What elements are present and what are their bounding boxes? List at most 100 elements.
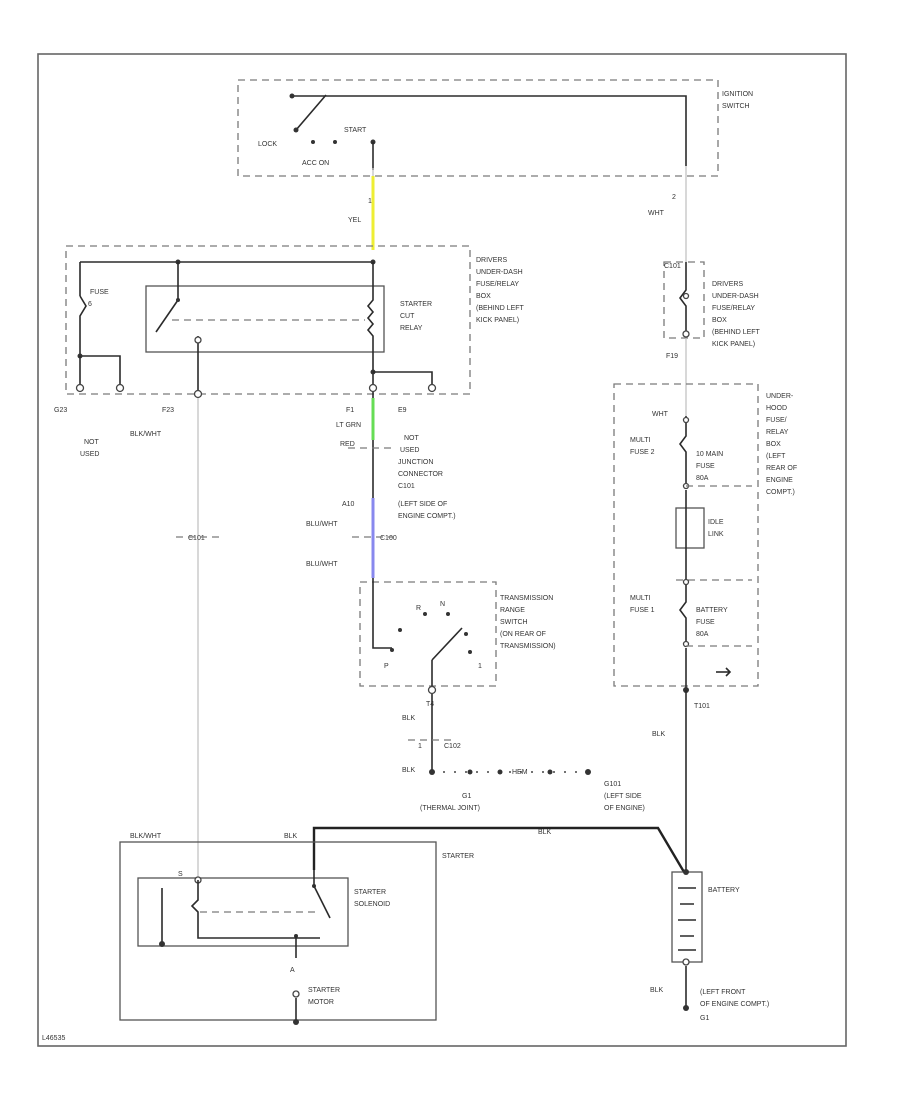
starter-cut-relay: STARTER CUT RELAY — [145, 262, 432, 394]
pin-f23: F23 — [162, 407, 174, 414]
ign-acc-on-label: ACC ON — [302, 160, 329, 167]
trs-pos-n: N — [440, 601, 445, 608]
dash2-line2: UNDER-DASH — [712, 293, 759, 300]
main-fuse-a: 10 MAIN — [696, 451, 723, 458]
wire-blk-1: BLK — [402, 715, 416, 722]
multi-fuse-2b: FUSE 2 — [630, 449, 655, 456]
conn-c102: C102 — [444, 743, 461, 750]
dash-fuse-relay-box: FUSE 6 DRIVERS UNDER-DASH FUSE/RELAY BOX… — [65, 245, 525, 395]
g101-2: (LEFT SIDE — [604, 793, 642, 800]
trs-pos-p: P — [384, 663, 389, 670]
trs-pos-r: R — [416, 605, 421, 612]
battery-fuse-a: BATTERY — [696, 607, 728, 614]
ign-title-2: SWITCH — [722, 103, 750, 110]
ignition-switch: LOCK START ACC ON IGNITION SWITCH 1 2 — [237, 79, 753, 205]
not-used-1a: NOT — [84, 439, 100, 446]
diagram-frame — [37, 53, 847, 1047]
starter-blkwht-label: BLK/WHT — [130, 833, 162, 840]
dash-box-line6: KICK PANEL) — [476, 317, 519, 324]
trs-title-5: TRANSMISSION) — [500, 643, 556, 650]
motor-label-2: MOTOR — [308, 999, 334, 1006]
trs-title-3: SWITCH — [500, 619, 528, 626]
dash-box-line3: FUSE/RELAY — [476, 281, 519, 288]
junction-title-5: ENGINE COMPT.) — [398, 513, 456, 520]
junction-title-1: JUNCTION — [398, 459, 433, 466]
g101-3: OF ENGINE) — [604, 805, 645, 812]
dash-fuse-relay-box-2: C101 DRIVERS UNDER-DASH FUSE/RELAY BOX (… — [663, 261, 761, 360]
underhood-line5: BOX — [766, 441, 781, 448]
relay-title-1: STARTER — [400, 301, 432, 308]
dash2-line6: KICK PANEL) — [712, 341, 755, 348]
ign-pin-2: 2 — [672, 194, 676, 201]
wire-hem-label: HEM — [512, 769, 528, 776]
battery-label: BATTERY — [708, 887, 740, 894]
dash2-line3: FUSE/RELAY — [712, 305, 755, 312]
multi-fuse-1b: FUSE 1 — [630, 607, 655, 614]
wire-blk-starter: BLK — [284, 833, 298, 840]
junction-red: RED — [340, 441, 355, 448]
underhood-line9: COMPT.) — [766, 489, 795, 496]
not-used-1b: USED — [80, 451, 99, 458]
motor-label-1: STARTER — [308, 987, 340, 994]
conn-c100: C100 — [380, 535, 397, 542]
battery-fuse-c: 80A — [696, 631, 709, 638]
junction-title-3: C101 — [398, 483, 415, 490]
ign-title-1: IGNITION — [722, 91, 753, 98]
main-fuse-c: 80A — [696, 475, 709, 482]
underhood-line1: UNDER- — [766, 393, 794, 400]
underhood-wht: WHT — [652, 411, 669, 418]
underhood-t101: T101 — [694, 703, 710, 710]
g1-line3: G1 — [700, 1015, 709, 1022]
not-used-2a: NOT — [404, 435, 420, 442]
battery-fuse-b: FUSE — [696, 619, 715, 626]
underhood-line6: (LEFT — [766, 453, 786, 460]
g1-line1: (LEFT FRONT — [700, 989, 746, 996]
idle-link-a: IDLE — [708, 519, 724, 526]
wire-blk-battery: BLK — [652, 731, 666, 738]
junction-title-2: CONNECTOR — [398, 471, 443, 478]
wire-bluwht-1: BLU/WHT — [306, 521, 338, 528]
dash-box-line5: (BEHIND LEFT — [476, 305, 525, 312]
dash2-line4: BOX — [712, 317, 727, 324]
dash2-line1: DRIVERS — [712, 281, 743, 288]
fuse-number: 6 — [88, 301, 92, 308]
conn-c1-pin: 1 — [418, 743, 422, 750]
trs-pos-other: 1 — [478, 663, 482, 670]
transmission-range-switch: P R N 1 TRANSMISSION RANGE SWITCH (ON RE… — [359, 578, 556, 688]
underhood-line7: REAR OF — [766, 465, 797, 472]
relay-title-3: RELAY — [400, 325, 423, 332]
pin-e9: E9 — [398, 407, 407, 414]
dash2-top-pin: C101 — [664, 263, 681, 270]
multi-fuse-1a: MULTI — [630, 595, 651, 602]
dash-box-line2: UNDER-DASH — [476, 269, 523, 276]
dash2-bottom-pin: F19 — [666, 353, 678, 360]
g1-line2: OF ENGINE COMPT.) — [700, 1001, 769, 1008]
multi-fuse-2a: MULTI — [630, 437, 651, 444]
starter-pin-s: S — [178, 871, 183, 878]
g101-1: G101 — [604, 781, 621, 788]
battery: BATTERY — [671, 869, 740, 966]
underhood-fuse-relay-box: WHT MULTI FUSE 2 10 MAIN FUSE 80A IDLE L… — [613, 383, 797, 690]
dash-box-line4: BOX — [476, 293, 491, 300]
ign-start-label: START — [344, 127, 367, 134]
underhood-line3: FUSE/ — [766, 417, 787, 424]
trs-title-1: TRANSMISSION — [500, 595, 553, 602]
starter-label: STARTER — [442, 853, 474, 860]
wire-wht-label: WHT — [648, 210, 665, 217]
underhood-line2: HOOD — [766, 405, 787, 412]
idle-link-b: LINK — [708, 531, 724, 538]
starter-assembly: STARTER BLK/WHT S A STARTER SOLENOID STA… — [119, 833, 474, 1025]
ign-lock-label: LOCK — [258, 141, 277, 148]
thermal-joint-1: G1 — [462, 793, 471, 800]
starter-pin-a: A — [290, 967, 295, 974]
solenoid-label-2: SOLENOID — [354, 901, 390, 908]
wire-blk-2: BLK — [402, 767, 416, 774]
underhood-line4: RELAY — [766, 429, 789, 436]
wire-blkwht-relay: BLK/WHT — [130, 431, 162, 438]
conn-c101: C101 — [188, 535, 205, 542]
wire-ltgrn-label: LT GRN — [336, 422, 361, 429]
dash2-line5: (BEHIND LEFT — [712, 329, 761, 336]
pin-f1: F1 — [346, 407, 354, 414]
wire-blk-ground: BLK — [650, 987, 664, 994]
